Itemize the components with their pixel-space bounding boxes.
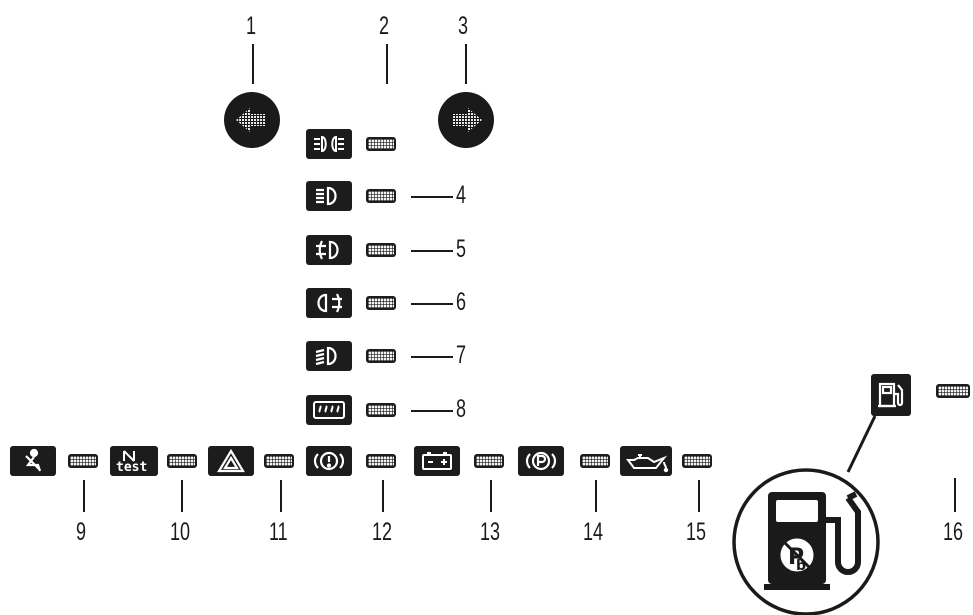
leader-line-15 — [698, 480, 700, 512]
callout-11: 11 — [269, 518, 288, 546]
leader-line-16 — [954, 478, 956, 512]
callout-6: 6 — [456, 288, 467, 316]
parking-lights-icon — [306, 129, 352, 159]
callout-16: 16 — [943, 518, 964, 546]
lamp-14 — [580, 454, 610, 468]
hazard-warning-icon — [208, 446, 254, 476]
lamp-2 — [366, 137, 396, 151]
callout-3: 3 — [458, 12, 469, 40]
lamp-7 — [366, 349, 396, 363]
lamp-8 — [366, 403, 396, 417]
leader-line-9 — [83, 480, 85, 512]
callout-15: 15 — [686, 518, 707, 546]
callout-5: 5 — [456, 235, 467, 263]
leader-line-10 — [181, 480, 183, 512]
leader-line-3 — [465, 44, 467, 84]
leader-line-12 — [382, 480, 384, 512]
test-icon: test — [110, 446, 158, 476]
callout-10: 10 — [170, 518, 191, 546]
rear-fog-light-icon — [306, 288, 352, 318]
low-beam-icon — [306, 341, 352, 371]
callout-14: 14 — [583, 518, 604, 546]
callout-4: 4 — [456, 181, 467, 209]
callout-9: 9 — [76, 518, 87, 546]
lamp-15 — [682, 454, 712, 468]
seat-belt-icon — [10, 446, 56, 476]
callout-8: 8 — [456, 395, 467, 423]
test-label: test — [116, 460, 148, 475]
lamp-5 — [366, 243, 396, 257]
rear-window-defroster-icon — [306, 395, 352, 425]
svg-text:b: b — [796, 558, 806, 574]
callout-1: 1 — [246, 12, 257, 40]
lamp-6 — [366, 296, 396, 310]
leader-line-5 — [411, 250, 453, 252]
lamp-11 — [264, 454, 294, 468]
fuel-pump-icon — [871, 374, 911, 416]
left-turn-arrow-icon — [224, 92, 280, 148]
leader-line-7 — [411, 356, 453, 358]
callout-7: 7 — [456, 341, 467, 369]
callout-12: 12 — [372, 518, 393, 546]
parking-brake-icon — [518, 446, 564, 476]
lamp-13 — [474, 454, 504, 468]
lamp-9 — [68, 454, 98, 468]
right-turn-arrow-icon — [438, 92, 494, 148]
high-beam-icon — [306, 181, 352, 211]
callout-13: 13 — [480, 518, 501, 546]
leader-line-4 — [411, 196, 453, 198]
oil-pressure-icon — [620, 446, 672, 476]
lamp-16 — [936, 384, 970, 398]
brake-warning-icon — [306, 446, 352, 476]
leader-line-1 — [252, 44, 254, 84]
lamp-4 — [366, 189, 396, 203]
front-fog-light-icon — [306, 235, 352, 265]
callout-2: 2 — [379, 12, 390, 40]
leader-line-11 — [280, 480, 282, 512]
leader-line-8 — [411, 410, 453, 412]
leader-line-14 — [595, 480, 597, 512]
unleaded-fuel-icon: P b — [732, 415, 880, 615]
leader-line-6 — [411, 303, 453, 305]
leader-line-13 — [490, 480, 492, 512]
lamp-12 — [366, 454, 396, 468]
leader-line-2 — [386, 44, 388, 84]
lamp-10 — [167, 454, 197, 468]
battery-charge-icon — [414, 446, 460, 476]
